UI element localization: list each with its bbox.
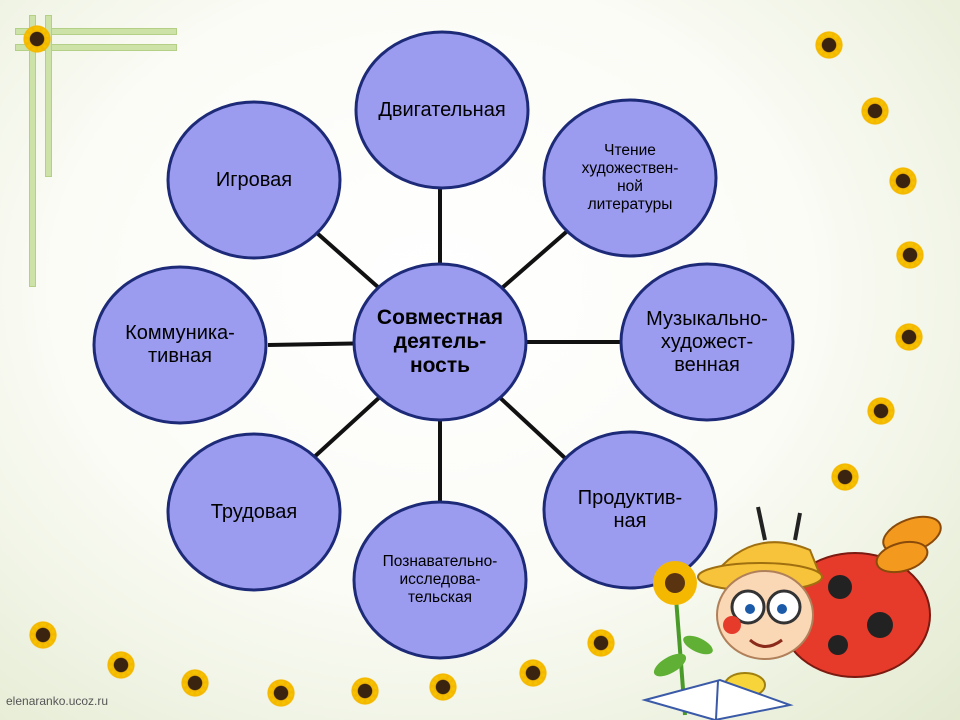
node-label-motor: Двигательная — [378, 98, 506, 121]
node-circle-cognitive — [352, 500, 528, 660]
sunflower-icon — [894, 322, 924, 352]
sunflower-icon — [586, 628, 616, 658]
node-label-music: Музыкально- художест- венная — [646, 307, 768, 376]
sunflower-icon — [888, 166, 918, 196]
book-icon — [641, 678, 794, 720]
node-label-play: Игровая — [215, 168, 293, 191]
site-credit: elenaranko.ucoz.ru — [6, 694, 109, 708]
circles — [92, 30, 795, 660]
node-label-communicative: Коммуника- тивная — [125, 322, 235, 367]
sunflower-icon — [895, 240, 925, 270]
node-circle-motor — [354, 30, 530, 190]
node-label-reading: Чтение художествен- ной литературы — [581, 142, 679, 213]
ladybug-illustration — [641, 506, 942, 720]
node-circle-play — [166, 100, 342, 260]
sunflower-icon — [860, 96, 890, 126]
sunflower-icon — [106, 650, 136, 680]
sunflower-icon — [180, 668, 210, 698]
sunflower-icon — [428, 672, 458, 702]
sunflower-icon — [350, 676, 380, 706]
sunflower-icon — [518, 658, 548, 688]
node-label-cognitive: Познавательно- исследова- тельская — [382, 553, 498, 606]
sunflower-icon — [22, 24, 52, 54]
node-circle-labor — [166, 432, 342, 592]
sunflower-icon — [814, 30, 844, 60]
node-label-labor: Трудовая — [210, 500, 298, 523]
sunflower-icon — [266, 678, 296, 708]
sunflower-icon — [28, 620, 58, 650]
frame-bar — [45, 15, 52, 177]
center-label: Совместная деятель- ность — [376, 305, 504, 378]
sunflower-icon — [866, 396, 896, 426]
sunflower-icon — [830, 462, 860, 492]
node-circle-communicative — [92, 265, 268, 425]
frame-bar — [15, 44, 177, 51]
frame-bar — [15, 28, 177, 35]
node-circle-music — [619, 262, 795, 422]
node-circle-reading — [542, 98, 718, 258]
frame-bar — [29, 15, 36, 287]
node-label-productive: Продуктив- ная — [577, 487, 683, 532]
node-circle-productive — [542, 430, 718, 590]
center-circle — [352, 262, 528, 422]
